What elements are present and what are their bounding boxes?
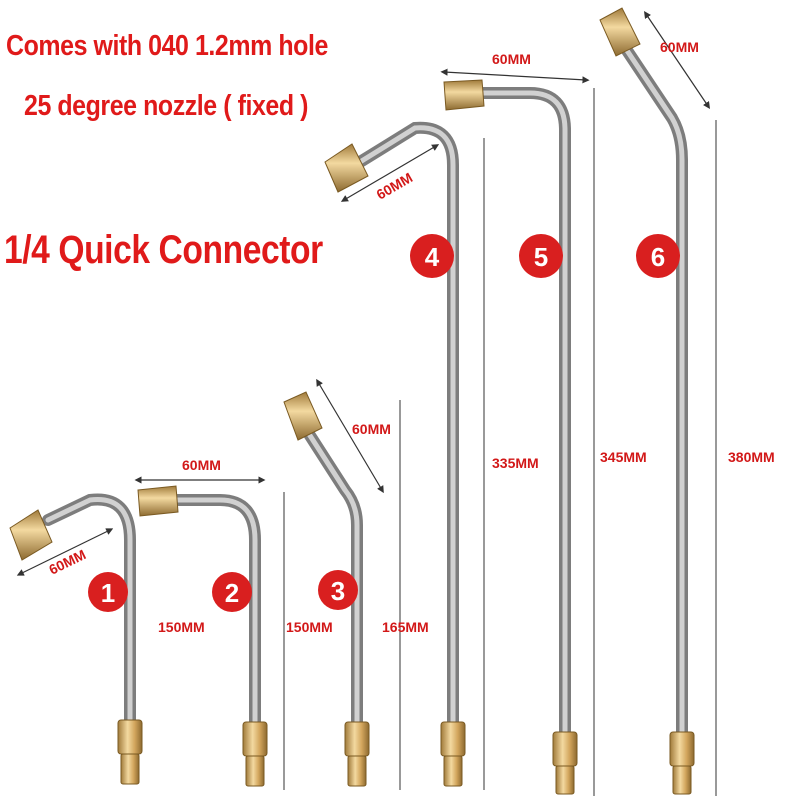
wand-1: 60MM 150MM 1 xyxy=(9,493,205,785)
wand-length-label: 380MM xyxy=(728,449,775,465)
nozzle-tip xyxy=(283,391,323,441)
badge-number: 5 xyxy=(534,242,548,272)
badge-2 xyxy=(212,572,252,612)
tip-length-label: 60MM xyxy=(374,169,416,202)
nozzle-tip xyxy=(324,143,369,193)
wand-length-label: 150MM xyxy=(158,619,205,635)
headline-hole-size: Comes with 040 1.2mm hole xyxy=(6,30,328,62)
badge-6 xyxy=(636,234,680,278)
tip-length-label: 60MM xyxy=(182,457,221,473)
badge-number: 6 xyxy=(651,242,665,272)
badge-number: 3 xyxy=(331,576,345,606)
wand-length-label: 335MM xyxy=(492,455,539,471)
badge-1 xyxy=(88,572,128,612)
quick-connector xyxy=(440,721,466,757)
nozzle-tip xyxy=(443,79,485,111)
wand-6: 60MM 380MM 6 xyxy=(599,7,775,796)
wand-5: 60MM 345MM 5 xyxy=(440,51,647,796)
tip-length-label: 60MM xyxy=(352,421,391,437)
wand-2: 60MM 150MM 2 xyxy=(134,457,333,790)
headline-quick-connector: 1/4 Quick Connector xyxy=(4,228,323,272)
headline-nozzle-angle: 25 degree nozzle ( fixed ) xyxy=(24,90,309,122)
nozzle-tip xyxy=(137,485,179,517)
badge-5 xyxy=(519,234,563,278)
wand-length-label: 345MM xyxy=(600,449,647,465)
quick-connector xyxy=(669,731,695,767)
badge-4 xyxy=(410,234,454,278)
quick-connector xyxy=(242,721,268,757)
badge-3 xyxy=(318,570,358,610)
wand-length-label: 165MM xyxy=(382,619,429,635)
wand-length-label: 150MM xyxy=(286,619,333,635)
wand-4: 60MM 335MM 4 xyxy=(324,121,539,790)
tip-length-label: 60MM xyxy=(660,39,699,55)
badge-number: 1 xyxy=(101,578,115,608)
quick-connector xyxy=(344,721,370,757)
tip-length-label: 60MM xyxy=(492,51,531,67)
nozzle-tip xyxy=(599,7,641,57)
badge-number: 4 xyxy=(425,242,440,272)
badge-number: 2 xyxy=(225,578,239,608)
wand-3: 60MM 165MM 3 xyxy=(283,378,429,790)
quick-connector xyxy=(117,719,143,755)
quick-connector xyxy=(552,731,578,767)
